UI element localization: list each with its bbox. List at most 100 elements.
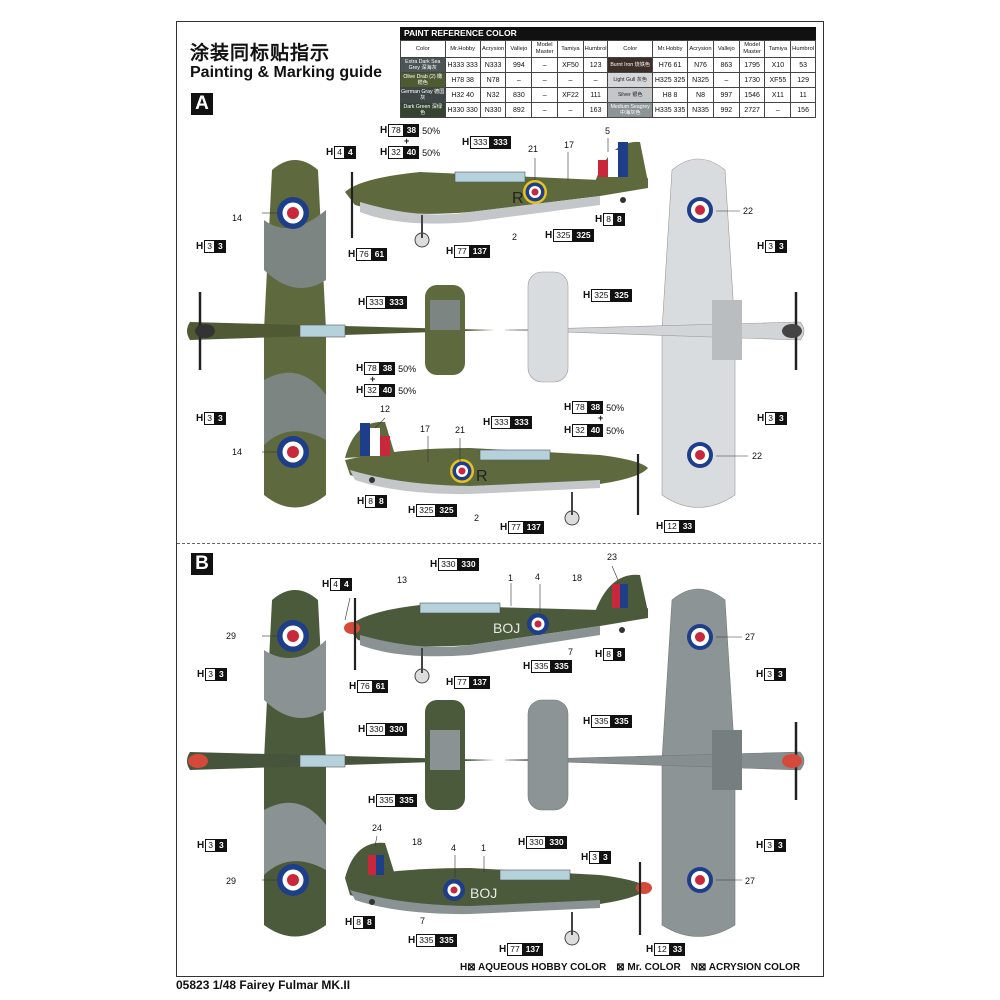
callout-mr-color-code: 3: [215, 839, 227, 852]
callout-mr-color-code: 137: [522, 943, 543, 956]
callout-mr-color-code: 325: [436, 504, 457, 517]
callout-prefix: H: [583, 290, 591, 301]
callout-mr-color-code: 330: [458, 558, 479, 571]
callout-prefix: H: [500, 522, 508, 533]
callout-mr-color-code: 137: [523, 521, 544, 534]
callout-mr-color-code: 33: [669, 943, 686, 956]
callout-hobby-code: 330: [526, 836, 547, 849]
callout-prefix: H: [499, 944, 507, 955]
decal-number: 27: [745, 632, 756, 642]
b-code-upper: BOJ: [493, 620, 520, 636]
paint-code-acrysion: N335: [687, 102, 714, 118]
b-underside-view: [504, 588, 805, 937]
callout-mr-color-code: 137: [469, 245, 490, 258]
paint-code-model-master: –: [531, 102, 559, 118]
decal-number: 1: [481, 843, 487, 853]
paint-code-vallejo: 892: [505, 102, 533, 118]
callout-prefix: H: [446, 677, 454, 688]
b-top-view: [187, 590, 495, 937]
callout-mr-color-code: 33: [679, 520, 696, 533]
callout-hobby-code: 77: [508, 521, 524, 534]
callout-prefix: H: [430, 559, 438, 570]
callout-hobby-code: 77: [454, 676, 470, 689]
callout-hobby-code: 4: [330, 578, 341, 591]
a-top-view: [187, 160, 495, 508]
callout-mr-color-code: 8: [613, 213, 625, 226]
a-side-view-upper: R: [345, 141, 648, 248]
title-chinese: 涂装同标贴指示: [190, 42, 331, 64]
callout-hobby-code: 333: [491, 416, 512, 429]
callout-prefix: H: [564, 402, 572, 413]
callout-mr-color-code: 38: [587, 401, 604, 414]
plus-sign: +: [404, 136, 410, 146]
callout-prefix: H: [583, 716, 591, 727]
callout-hobby-code: 8: [603, 648, 614, 661]
callout-mr-color-code: 335: [551, 660, 572, 673]
paint-color-swatch: Medium Seagrey 中海灰色: [607, 102, 653, 118]
decal-number: 2: [512, 232, 518, 242]
callout-prefix: H: [349, 681, 357, 692]
callout-prefix: H: [545, 230, 553, 241]
callout-prefix: H: [326, 147, 334, 158]
callout-hobby-code: 325: [591, 289, 612, 302]
callout-ratio: 50%: [606, 402, 625, 413]
paint-code-mrhobby: H325 325: [651, 72, 689, 88]
callout-mr-color-code: 330: [386, 723, 407, 736]
paint-code-mrhobby: H335 335: [651, 102, 689, 118]
section-b-label: B: [191, 553, 213, 575]
decal-number: 18: [412, 837, 423, 847]
callout-mr-color-code: 4: [344, 146, 356, 159]
callout-hobby-code: 333: [366, 296, 387, 309]
paint-color-swatch: Dark Green 深绿色: [400, 102, 446, 118]
callout-mr-color-code: 330: [546, 836, 567, 849]
callout-hobby-code: 330: [438, 558, 459, 571]
callout-hobby-code: 4: [334, 146, 345, 159]
callout-hobby-code: 32: [364, 384, 380, 397]
callout-mr-color-code: 4: [340, 578, 352, 591]
decal-number: 7: [420, 916, 426, 926]
decal-number: 7: [568, 647, 574, 657]
callout-mr-color-code: 8: [375, 495, 387, 508]
b-side-view-upper: BOJ: [344, 574, 648, 684]
callout-hobby-code: 335: [531, 660, 552, 673]
callout-mr-color-code: 40: [403, 146, 420, 159]
callout-prefix: H: [581, 852, 589, 863]
decal-number: 21: [455, 425, 466, 435]
callout-prefix: H: [756, 669, 764, 680]
paint-legend: H⊠ AQUEOUS HOBBY COLOR ⊠ Mr. COLOR N⊠ AC…: [460, 962, 800, 973]
callout-prefix: H: [356, 363, 364, 374]
callout-mr-color-code: 3: [775, 240, 787, 253]
decal-number: 4: [451, 843, 457, 853]
callout-prefix: H: [756, 840, 764, 851]
paint-color-swatch: Olive Drab (2) 橄榄色: [400, 72, 446, 88]
callout-hobby-code: 32: [388, 146, 404, 159]
callout-hobby-code: 330: [366, 723, 387, 736]
callout-mr-color-code: 61: [371, 248, 388, 261]
callout-hobby-code: 76: [357, 680, 373, 693]
callout-prefix: H: [380, 147, 388, 158]
callout-hobby-code: 3: [204, 240, 215, 253]
callout-prefix: H: [358, 297, 366, 308]
